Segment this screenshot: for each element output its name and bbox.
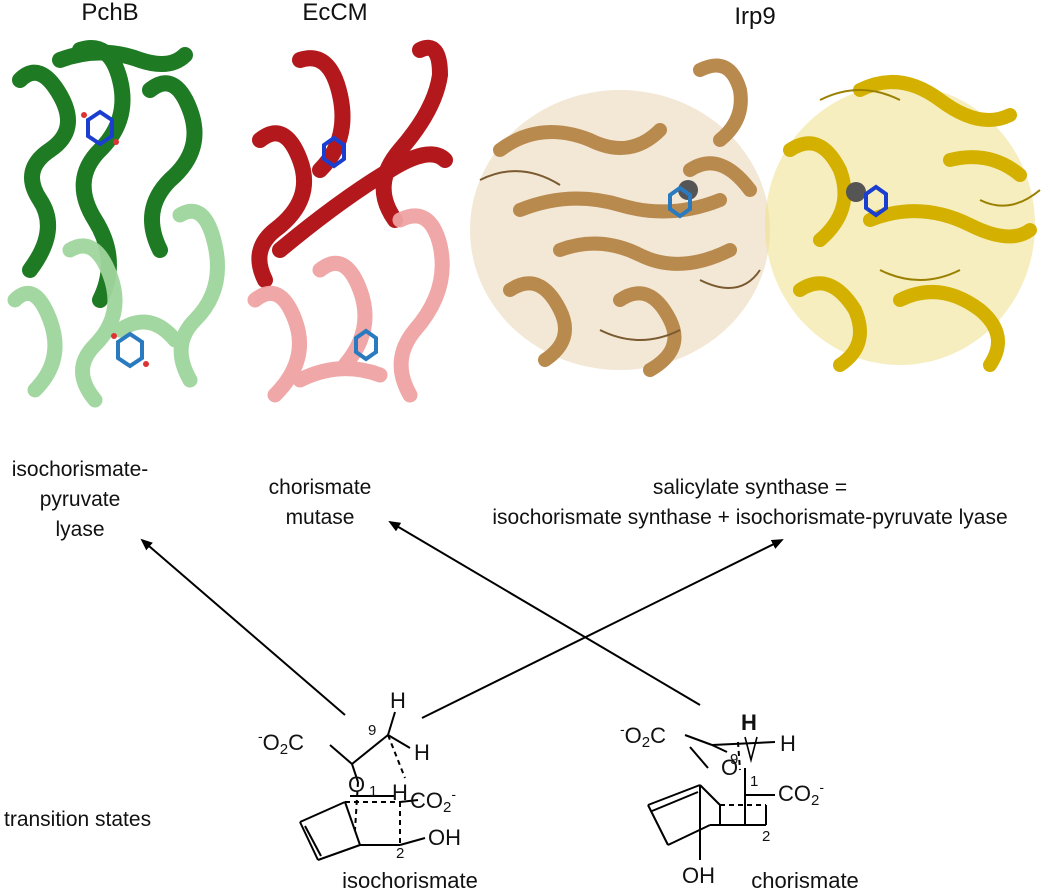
iso-hydroxyl: OH: [428, 825, 461, 850]
cho-left-charge: -: [620, 721, 625, 737]
eccm-label-line2: mutase: [285, 506, 355, 529]
cho-left-c: C: [650, 723, 667, 748]
cho-right-charge: -: [819, 779, 825, 795]
arrow-to-pchb: [140, 538, 346, 716]
eccm-enzyme-label: chorismate mutase: [255, 473, 385, 533]
pchb-label-line3: lyase: [55, 518, 105, 541]
iso-h-right: H: [414, 740, 430, 765]
isochorismate-name: isochorismate: [342, 868, 478, 893]
cho-left-carboxylate: -O2C: [620, 722, 667, 750]
cho-right-carboxylate: CO2-: [778, 780, 824, 808]
cho-num-1: 1: [750, 773, 759, 790]
eccm-structure: [247, 39, 453, 403]
iso-left-c: C: [288, 730, 305, 755]
iso-left-charge: -: [258, 728, 263, 744]
iso-left-sub: 2: [279, 741, 289, 758]
pchb-label-line1: isochorismate-: [11, 458, 149, 481]
iso-right-co: CO: [410, 788, 443, 813]
cho-num-9: 9: [730, 751, 739, 768]
cho-oxygen: O: [721, 755, 739, 780]
chorismate-name: chorismate: [751, 868, 859, 893]
iso-h-top: H: [390, 688, 406, 713]
cho-left-sub: 2: [641, 734, 651, 751]
iso-oxygen: O: [348, 772, 366, 797]
iso-right-charge: -: [451, 786, 457, 802]
iso-left-o: O: [262, 730, 280, 755]
iso-num-9: 9: [368, 722, 377, 739]
iso-left-carboxylate: -O2C: [258, 729, 305, 757]
iso-right-carboxylate: CO2-: [410, 787, 456, 815]
iso-h-ring: H: [392, 780, 408, 805]
pchb-structure: [7, 40, 225, 408]
iso-num-1: 1: [369, 783, 378, 800]
cho-right-co: CO: [778, 781, 811, 806]
arrow-to-irp9: [421, 539, 784, 719]
eccm-title: EcCM: [302, 0, 368, 26]
cho-right-sub: 2: [811, 792, 820, 809]
cho-left-o: O: [624, 723, 642, 748]
irp9-title: Irp9: [734, 3, 776, 30]
cho-hydroxyl: OH: [682, 863, 715, 888]
eccm-label-line1: chorismate: [268, 476, 372, 499]
irp9-label-line1: salicylate synthase =: [652, 476, 848, 499]
transition-states-label: transition states: [4, 808, 152, 831]
cho-num-2: 2: [762, 828, 771, 845]
chorismate-structure: [647, 734, 776, 860]
iso-num-2: 2: [396, 845, 405, 862]
pchb-label-line2: pyruvate: [39, 488, 121, 511]
protein-structures: [7, 39, 1041, 408]
cho-h-top: H: [741, 710, 757, 735]
irp9-gold-monomer: [765, 75, 1041, 372]
isochorismate-structure: [299, 711, 426, 861]
irp9-enzyme-label: salicylate synthase = isochorismate synt…: [450, 473, 1050, 533]
pchb-title: PchB: [81, 0, 139, 26]
irp9-tan-monomer: [470, 58, 770, 377]
arrow-to-eccm: [388, 520, 701, 706]
pchb-enzyme-label: isochorismate- pyruvate lyase: [0, 455, 160, 545]
iso-right-sub: 2: [443, 799, 452, 816]
cho-h-right: H: [780, 731, 796, 756]
irp9-label-line2: isochorismate synthase + isochorismate-p…: [492, 506, 1008, 529]
